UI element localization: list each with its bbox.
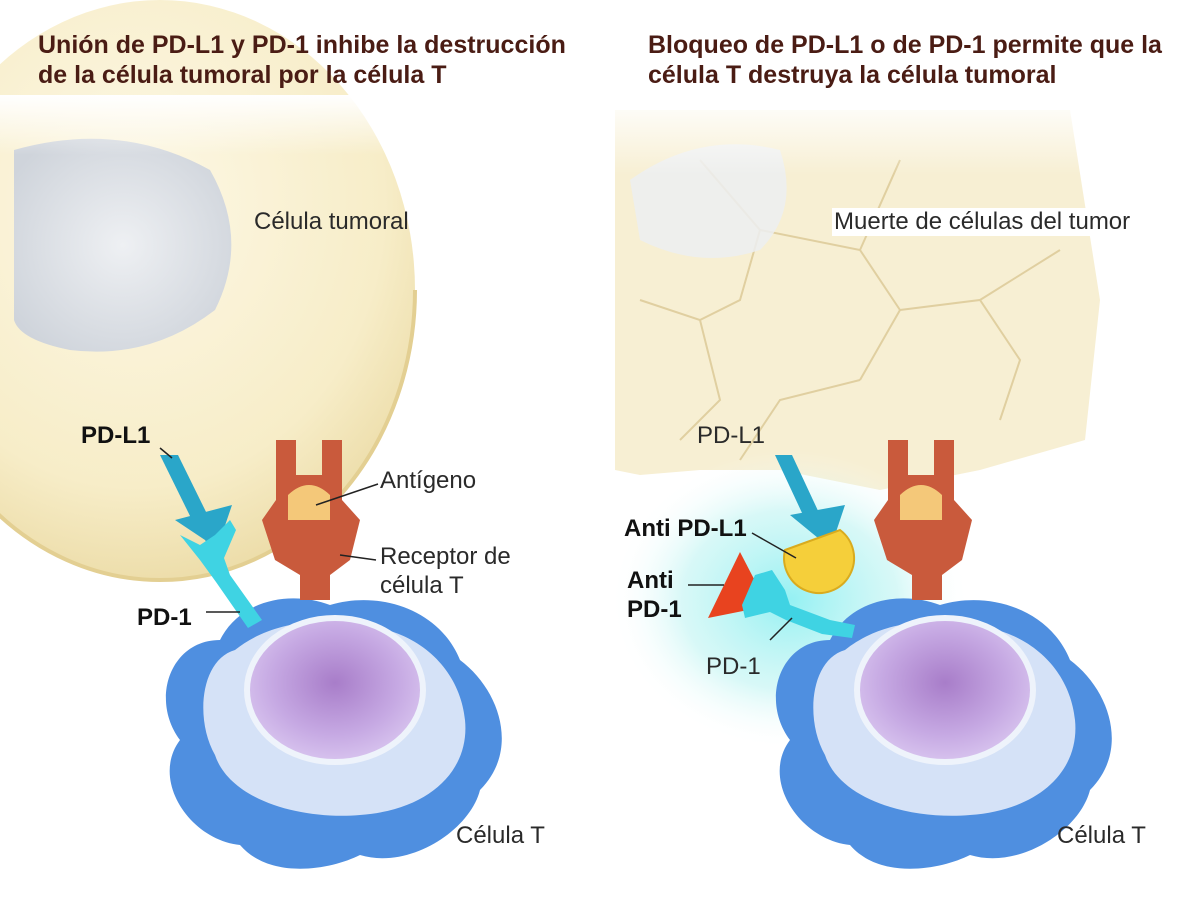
label-t-cell-right: Célula T: [1057, 822, 1146, 849]
label-tumor-death: Muerte de células del tumor: [832, 208, 1133, 236]
label-antigen: Antígeno: [380, 467, 477, 494]
label-tcr-line2: célula T: [380, 572, 464, 599]
right-leader-lines: [688, 532, 797, 641]
label-pd-1-left: PD-1: [137, 604, 192, 631]
label-tumor-cell: Célula tumoral: [254, 208, 409, 235]
left-panel-title: Unión de PD-L1 y PD-1 inhibe la destrucc…: [38, 31, 566, 89]
label-pd-l1-left: PD-L1: [81, 422, 151, 449]
left-tumor-nucleus: [14, 138, 232, 352]
left-t-cell-receptor: [262, 440, 360, 600]
anti-pd-l1-antibody: [783, 528, 856, 595]
label-tcr-line1: Receptor de: [380, 543, 511, 570]
right-top-fade: [600, 95, 1200, 175]
right-pd-1-receptor: [742, 570, 855, 638]
label-pd-l1-right: PD-L1: [697, 422, 766, 449]
label-t-cell-left: Célula T: [456, 822, 545, 849]
left-top-fade: [0, 95, 600, 155]
right-panel-title: Bloqueo de PD-L1 o de PD-1 permite que l…: [648, 31, 1162, 89]
left-pd-1-receptor: [180, 520, 262, 628]
left-leader-lines: [159, 447, 379, 613]
left-antigen: [288, 485, 330, 520]
label-anti-pd-1-line1: Anti: [627, 567, 674, 594]
label-anti-pd-1-line2: PD-1: [627, 596, 682, 623]
left-t-cell: [165, 598, 502, 869]
label-anti-pd-l1: Anti PD-L1: [624, 515, 747, 542]
right-t-cell-receptor: [874, 440, 972, 600]
right-t-cell: [775, 598, 1112, 869]
label-pd-1-right: PD-1: [706, 653, 761, 680]
right-antigen: [900, 485, 942, 520]
